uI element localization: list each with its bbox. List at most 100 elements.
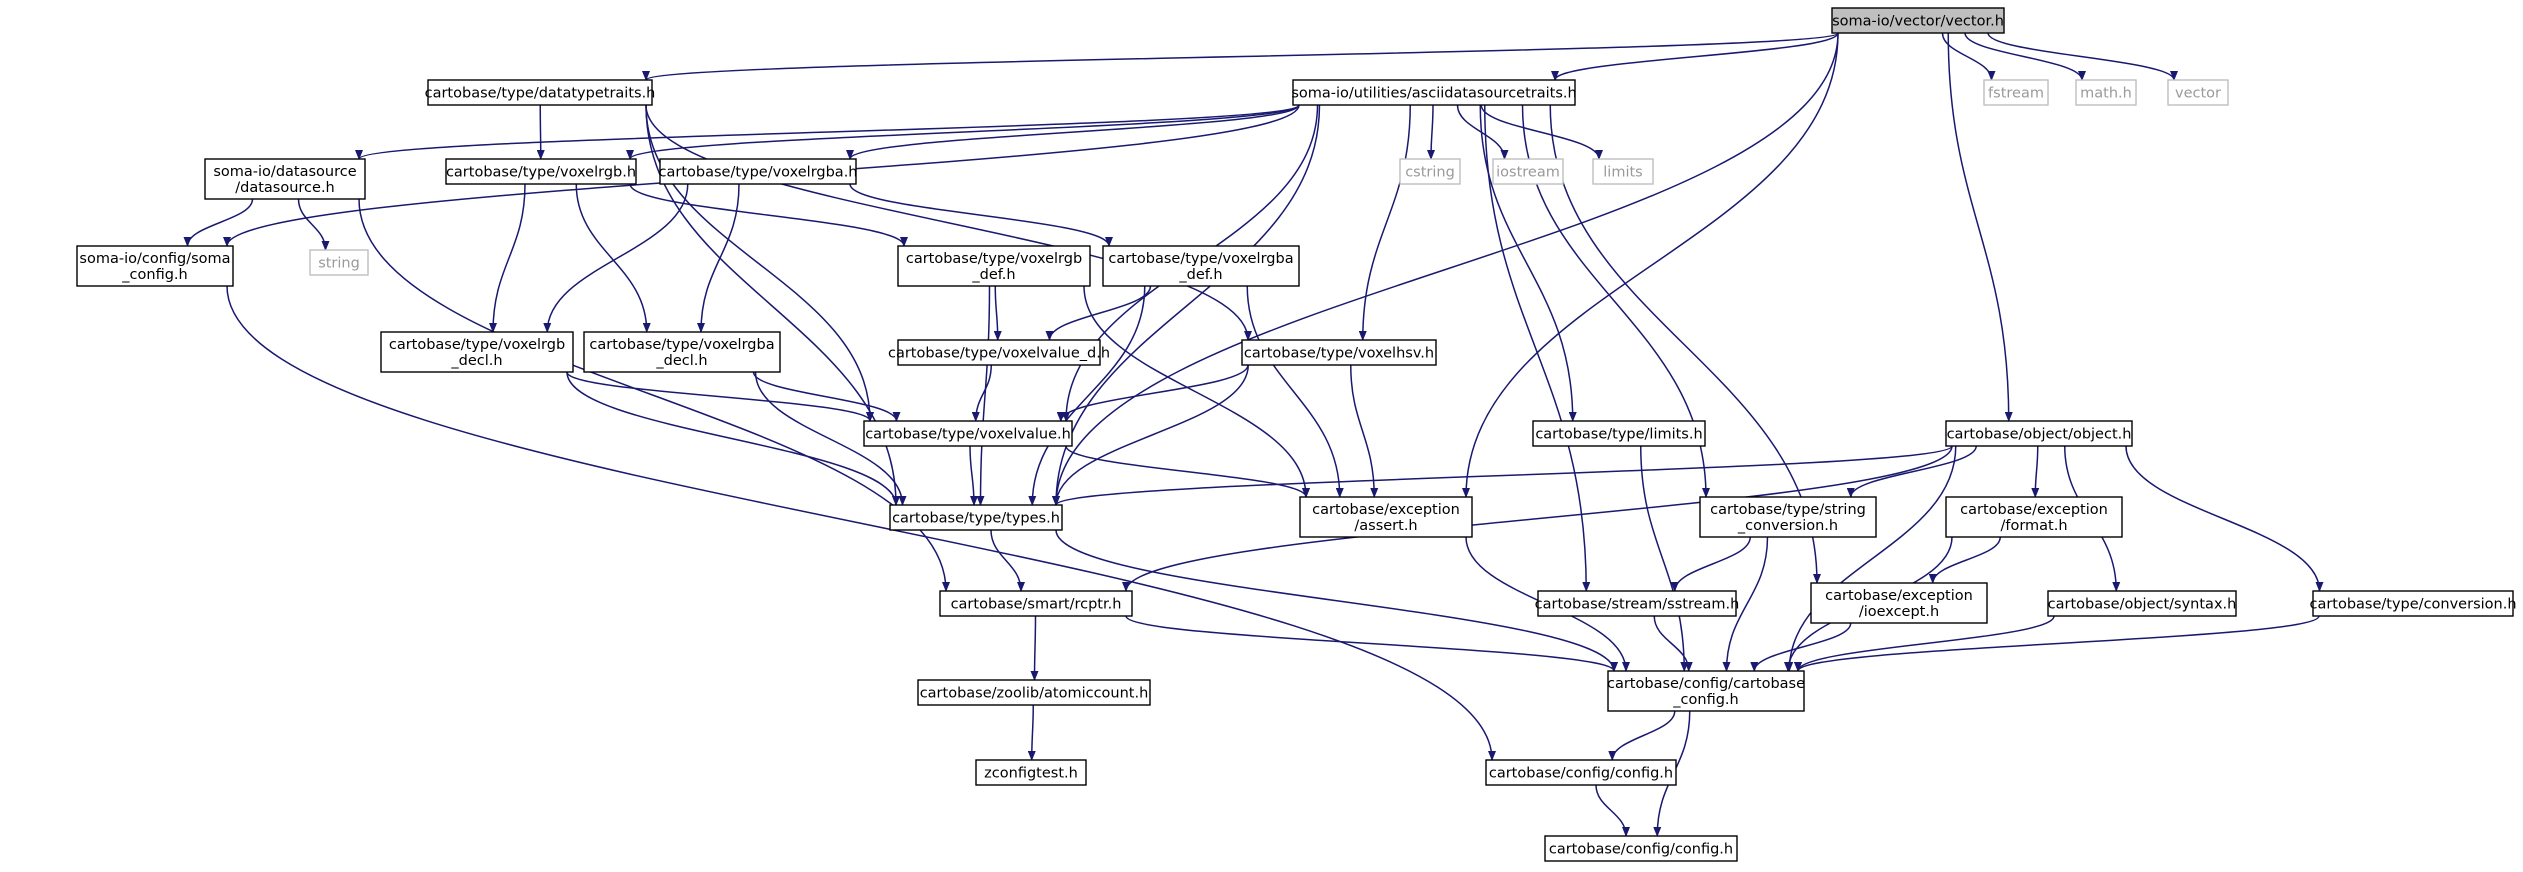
node-conversion[interactable]: cartobase/type/conversion.h — [2309, 590, 2517, 617]
node-somaconfig[interactable]: soma-io/config/soma_config.h — [76, 245, 234, 287]
node-label: cartobase/type/voxelrgba — [1108, 251, 1293, 267]
node-cartobaseconfig[interactable]: cartobase/config/cartobase_config.h — [1607, 670, 1805, 712]
edge-asciitraits-to-voxelrgba — [846, 104, 1300, 160]
edge-stringconv-to-sstream — [1670, 536, 1751, 592]
node-box — [2312, 590, 2514, 617]
node-label: cartobase/stream/sstream.h — [1535, 597, 1740, 613]
node-box — [659, 158, 857, 185]
edge-ioexcept-to-cartobaseconfig — [1750, 622, 1852, 672]
node-label: /format.h — [2000, 518, 2067, 534]
node-voxelhsv[interactable]: cartobase/type/voxelhsv.h — [1241, 339, 1437, 366]
node-label: cartobase/type/limits.h — [1535, 427, 1702, 443]
node-rcptr[interactable]: cartobase/smart/rcptr.h — [939, 590, 1133, 617]
node-box — [1102, 245, 1300, 287]
node-voxelvalue[interactable]: cartobase/type/voxelvalue.h — [863, 420, 1073, 447]
node-box — [939, 590, 1133, 617]
node-syntax[interactable]: cartobase/object/syntax.h — [2047, 590, 2237, 617]
node-vectorstd[interactable]: vector — [2167, 79, 2229, 106]
edge-datasource-to-string — [297, 198, 330, 251]
edge-object-to-format — [2031, 445, 2040, 498]
node-label: cartobase/type/types.h — [892, 511, 1060, 527]
node-box — [1492, 158, 1564, 185]
edge-asciitraits-to-voxelrgb — [626, 104, 1300, 160]
edge-asciitraits-to-voxelhsv — [1358, 104, 1411, 341]
node-zconfigtest[interactable]: zconfigtest.h — [975, 759, 1087, 786]
node-label: fstream — [1988, 86, 2044, 102]
node-label: cartobase/type/voxelrgba.h — [659, 165, 858, 181]
node-string[interactable]: string — [309, 249, 369, 276]
node-voxelvalued[interactable]: cartobase/type/voxelvalue_d.h — [888, 339, 1110, 366]
edge-types-to-rcptr — [990, 529, 1025, 592]
node-limitsstd[interactable]: limits — [1592, 158, 1654, 185]
edge-sstream-to-cartobaseconfig — [1653, 615, 1693, 672]
node-label: _decl.h — [450, 353, 502, 369]
node-vector[interactable]: soma-io/vector/vector.h — [1831, 7, 2005, 34]
node-box — [897, 245, 1091, 287]
node-label: cartobase/exception — [1825, 588, 1973, 604]
node-voxelrgba[interactable]: cartobase/type/voxelrgba.h — [659, 158, 858, 185]
node-cstring[interactable]: cstring — [1399, 158, 1461, 185]
node-stringconv[interactable]: cartobase/type/string_conversion.h — [1699, 496, 1877, 538]
node-voxelrgbadef[interactable]: cartobase/type/voxelrgba_def.h — [1102, 245, 1300, 287]
nodes-layer: soma-io/vector/vector.h cartobase/type/da… — [76, 7, 2517, 862]
node-box — [1831, 7, 2005, 34]
node-box — [76, 245, 234, 287]
edge-asciitraits-to-cstring — [1427, 104, 1436, 160]
node-math[interactable]: math.h — [2075, 79, 2137, 106]
node-label: zconfigtest.h — [984, 766, 1078, 782]
node-label: cartobase/type/voxelrgb — [906, 251, 1082, 267]
node-assert[interactable]: cartobase/exception/assert.h — [1299, 496, 1473, 538]
node-label: cartobase/type/voxelvalue.h — [865, 427, 1071, 443]
node-label: /datasource.h — [235, 180, 335, 196]
node-label: cartobase/type/voxelrgb — [389, 337, 565, 353]
node-label: _def.h — [1178, 267, 1222, 283]
node-label: limits — [1603, 165, 1642, 181]
node-configh2[interactable]: cartobase/config/config.h — [1544, 835, 1738, 862]
edge-voxelvalue-to-types — [969, 445, 978, 506]
node-voxelrgb[interactable]: cartobase/type/voxelrgb.h — [445, 158, 637, 185]
node-ioexcept[interactable]: cartobase/exception/ioexcept.h — [1810, 582, 1988, 624]
edge-vector-to-datatypetraits — [642, 32, 1839, 81]
node-datasource[interactable]: soma-io/datasource/datasource.h — [204, 158, 366, 200]
node-configh1[interactable]: cartobase/config/config.h — [1485, 759, 1677, 786]
node-format[interactable]: cartobase/exception/format.h — [1945, 496, 2123, 538]
node-object[interactable]: cartobase/object/object.h — [1945, 420, 2133, 447]
edge-asciitraits-to-datasource — [355, 104, 1300, 160]
node-fstream[interactable]: fstream — [1983, 79, 2049, 106]
edge-asciitraits-to-limitsstd — [1480, 104, 1603, 160]
edge-voxelrgb-to-voxelrgbdecl — [489, 183, 526, 333]
node-box — [1699, 496, 1877, 538]
node-label: iostream — [1496, 165, 1560, 181]
edge-voxelrgbdef-to-assert — [1083, 285, 1310, 498]
node-label: cartobase/exception — [1312, 502, 1460, 518]
node-label: cartobase/smart/rcptr.h — [951, 597, 1122, 613]
node-iostream[interactable]: iostream — [1492, 158, 1564, 185]
node-limits[interactable]: cartobase/type/limits.h — [1532, 420, 1706, 447]
node-voxelrgbadecl[interactable]: cartobase/type/voxelrgba_decl.h — [583, 331, 781, 373]
node-asciitraits[interactable]: soma-io/utilities/asciidatasourcetraits.… — [1291, 79, 1577, 106]
edge-limits-to-cartobaseconfig — [1640, 445, 1689, 672]
edge-voxelrgbadef-to-voxelvalued — [1045, 285, 1152, 341]
edge-voxelrgbdecl-to-voxelvalue — [566, 371, 874, 422]
node-label: cartobase/config/config.h — [1489, 766, 1673, 782]
edge-datatypetraits-to-voxelvalue — [645, 104, 874, 422]
node-box — [1532, 420, 1706, 447]
edge-voxelrgbadef-to-types — [1028, 285, 1146, 506]
node-voxelrgbdef[interactable]: cartobase/type/voxelrgb_def.h — [897, 245, 1091, 287]
node-label: vector — [2175, 86, 2221, 102]
edge-voxelhsv-to-assert — [1350, 364, 1379, 498]
node-box — [863, 420, 1073, 447]
node-box — [1537, 590, 1737, 617]
node-box — [2075, 79, 2137, 106]
edge-rcptr-to-atomiccount — [1030, 615, 1039, 681]
node-label: string — [318, 256, 360, 272]
node-label: math.h — [2080, 86, 2132, 102]
node-types[interactable]: cartobase/type/types.h — [889, 504, 1063, 531]
edge-voxelhsv-to-voxelvalue — [1056, 364, 1249, 422]
node-atomiccount[interactable]: cartobase/zoolib/atomiccount.h — [917, 679, 1151, 706]
node-voxelrgbdecl[interactable]: cartobase/type/voxelrgb_decl.h — [380, 331, 574, 373]
node-sstream[interactable]: cartobase/stream/sstream.h — [1535, 590, 1740, 617]
edge-voxelvalue-to-assert — [1065, 445, 1310, 498]
node-datatypetraits[interactable]: cartobase/type/datatypetraits.h — [425, 79, 656, 106]
node-box — [445, 158, 637, 185]
